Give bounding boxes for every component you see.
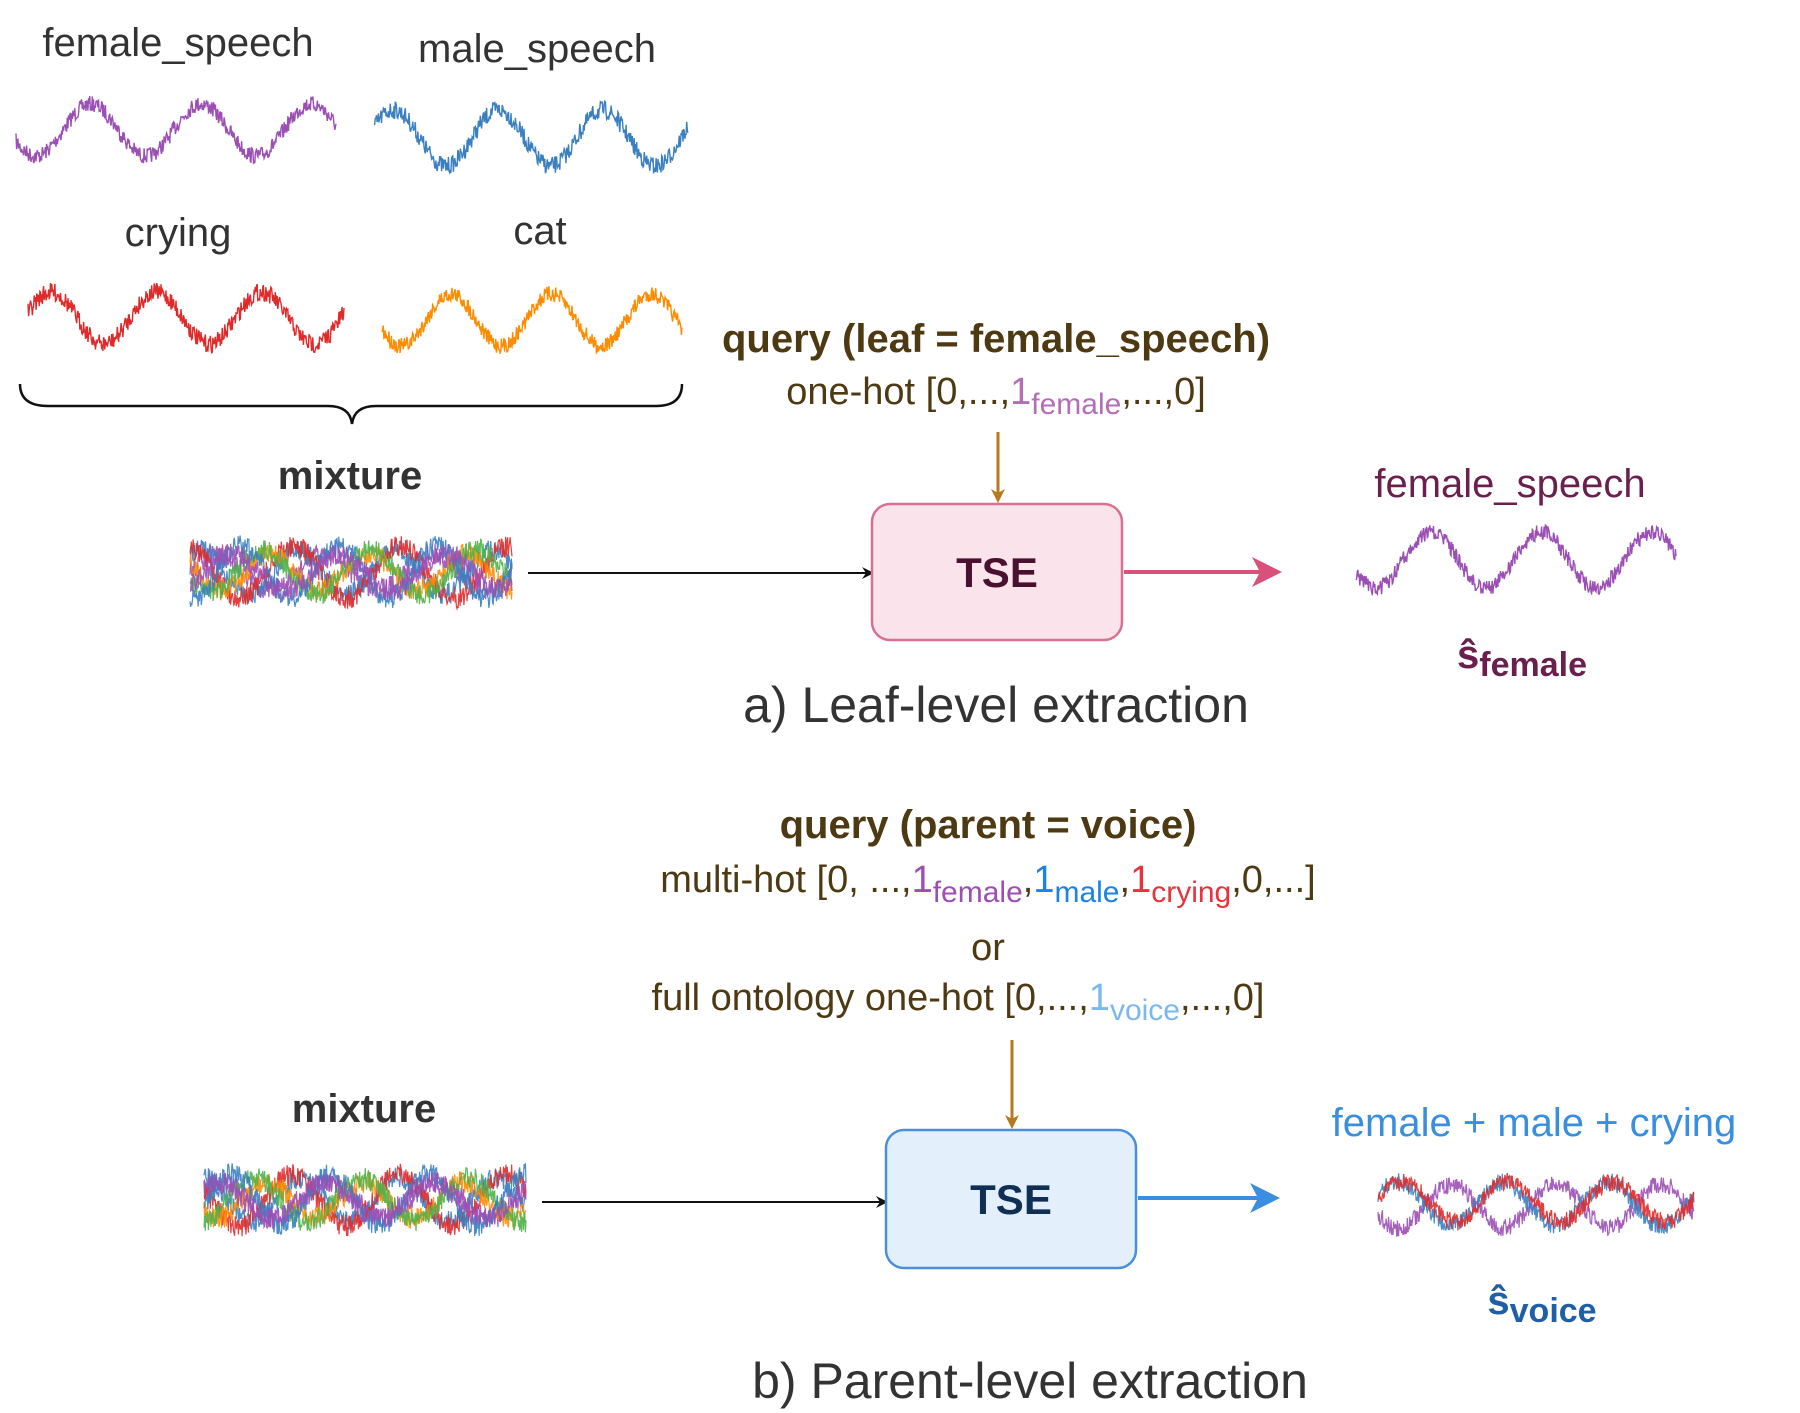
- parent-tse-box: [884, 1128, 1138, 1270]
- parent-multihot-comma-2: ,: [1120, 859, 1131, 901]
- waveform-trace: [189, 535, 513, 609]
- label-female-speech: female_speech: [42, 21, 313, 65]
- parent-tse-label: TSE: [970, 1176, 1052, 1223]
- waveform-crying: [27, 282, 345, 354]
- parent-multihot-sub-male: male: [1054, 876, 1119, 909]
- waveform-trace: [189, 543, 513, 601]
- leaf-estimate-sub: female: [1479, 646, 1587, 684]
- mixture-brace: [18, 383, 684, 425]
- parent-multihot-prefix: multi-hot [0, ...,: [660, 859, 911, 901]
- parent-estimate: ŝvoice: [1487, 1279, 1596, 1330]
- parent-multihot-comma-1: ,: [1023, 859, 1034, 901]
- parent-estimate-sub: voice: [1510, 1292, 1597, 1330]
- label-cat: cat: [513, 209, 566, 253]
- waveform-trace: [1377, 1173, 1695, 1235]
- waveform-trace: [203, 1172, 527, 1230]
- leaf-query-title: query (leaf = female_speech): [722, 317, 1270, 361]
- parent-multihot-one-crying: 1: [1130, 859, 1151, 901]
- waveform-mixture-parent: [203, 1163, 527, 1237]
- waveform-trace: [189, 536, 513, 611]
- parent-estimate-symbol: ŝ: [1487, 1279, 1509, 1323]
- parent-query-title: query (parent = voice): [780, 803, 1197, 847]
- waveform-output-voice: [1377, 1173, 1695, 1237]
- waveform-trace: [373, 99, 689, 176]
- leaf-tse-box: [870, 502, 1124, 642]
- waveform-female-speech: [15, 96, 337, 166]
- parent-multihot-vector: multi-hot [0, ...,1female,1male,1crying,…: [660, 859, 1315, 909]
- waveform-trace: [15, 96, 337, 166]
- waveform-cat: [381, 286, 683, 355]
- leaf-estimate-symbol: ŝ: [1457, 633, 1479, 677]
- waveform-mixture-leaf: [189, 535, 513, 611]
- parent-ontology-vector: full ontology one-hot [0,...,1voice,...,…: [652, 977, 1265, 1027]
- label-male-speech: male_speech: [418, 27, 656, 71]
- parent-ontology-suffix: ,...,0]: [1180, 977, 1264, 1019]
- leaf-onehot-one: 1: [1010, 371, 1031, 413]
- parent-multihot-sub-female: female: [933, 876, 1023, 909]
- waveform-male-speech: [373, 99, 689, 176]
- parent-ontology-one: 1: [1089, 977, 1110, 1019]
- parent-ontology-sub: voice: [1110, 994, 1180, 1027]
- parent-caption: b) Parent-level extraction: [752, 1353, 1308, 1409]
- parent-or-text: or: [971, 927, 1005, 969]
- parent-output-label: female + male + crying: [1332, 1101, 1737, 1145]
- parent-ontology-prefix: full ontology one-hot [0,...,: [652, 977, 1089, 1019]
- parent-multihot-sub-crying: crying: [1151, 876, 1231, 909]
- waveform-trace: [381, 286, 683, 355]
- waveform-trace: [1377, 1176, 1695, 1237]
- waveform-trace: [1377, 1173, 1695, 1231]
- leaf-onehot-sub: female: [1031, 388, 1121, 421]
- leaf-onehot-prefix: one-hot [0,...,: [786, 371, 1010, 413]
- waveform-output-female: [1355, 523, 1677, 597]
- parent-multihot-suffix: ,0,...]: [1231, 859, 1315, 901]
- leaf-mixture-label: mixture: [278, 454, 423, 498]
- leaf-tse-label: TSE: [956, 549, 1038, 596]
- waveform-trace: [203, 1167, 527, 1233]
- leaf-onehot-vector: one-hot [0,...,1female,...,0]: [786, 371, 1206, 421]
- leaf-caption: a) Leaf-level extraction: [743, 677, 1249, 733]
- parent-multihot-one-female: 1: [912, 859, 933, 901]
- leaf-output-label: female_speech: [1374, 462, 1645, 506]
- parent-mixture-label: mixture: [292, 1087, 437, 1131]
- parent-multihot-one-male: 1: [1033, 859, 1054, 901]
- leaf-onehot-suffix: ,...,0]: [1121, 371, 1205, 413]
- waveform-trace: [27, 282, 345, 354]
- waveform-trace: [1355, 523, 1677, 597]
- leaf-estimate: ŝfemale: [1457, 633, 1587, 684]
- label-crying: crying: [125, 211, 232, 255]
